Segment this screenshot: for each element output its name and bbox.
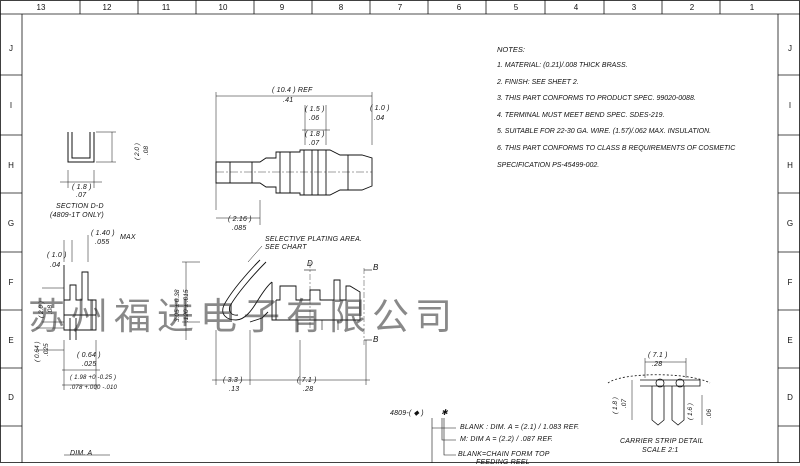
- top-d3-in: .04: [374, 115, 385, 122]
- top-d2-in: .07: [309, 140, 320, 147]
- part-blank-line: BLANK : DIM. A = (2.1) / 1.083 REF.: [460, 424, 580, 431]
- top-d1-mm: ( 1.5 ): [305, 106, 325, 113]
- grid-col-10: 10: [218, 3, 228, 12]
- grid-row-e: E: [8, 336, 14, 345]
- dim-a-label: DIM. A: [70, 450, 93, 457]
- grid-col-5: 5: [513, 3, 519, 12]
- grid-row-i-right: I: [788, 101, 792, 110]
- end-max: MAX: [120, 234, 136, 241]
- top-view-drawing: [215, 92, 373, 225]
- grid-row-g: G: [7, 219, 15, 228]
- note-6-cont: SPECIFICATION PS-45499-002.: [497, 161, 600, 169]
- note-4: 4. TERMINAL MUST MEET BEND SPEC. SDES-21…: [497, 111, 665, 119]
- carrier-d3-mm: ( 1.6 ): [687, 403, 694, 420]
- end-g-in: .078 +.000 -.010: [70, 385, 118, 391]
- top-d1-in: .06: [309, 115, 320, 122]
- part-chain-line: BLANK=CHAIN FORM TOP: [458, 451, 550, 458]
- end-e-in: .025: [43, 343, 50, 356]
- top-d3-mm: ( 1.0 ): [370, 105, 390, 112]
- end-view-drawing: [36, 235, 100, 390]
- part-m-line: M: DIM A = (2.2) / .087 REF.: [460, 436, 554, 443]
- note-6: 6. THIS PART CONFORMS TO CLASS B REQUIRE…: [497, 144, 736, 152]
- grid-row-d-right: D: [787, 393, 793, 402]
- grid-col-13: 13: [36, 3, 46, 12]
- grid-col-12: 12: [102, 3, 112, 12]
- part-number-star: ✱: [441, 408, 448, 417]
- plating-note-1: SELECTIVE PLATING AREA.: [265, 236, 363, 243]
- grid-row-h-right: H: [787, 161, 793, 170]
- carrier-strip-drawing: [607, 358, 711, 426]
- section-b-marker-top: B: [373, 263, 379, 272]
- part-number-base: 4809-( ◆ ): [390, 410, 424, 417]
- part-number-leaders: [431, 418, 456, 463]
- section-dd-vdim-mm: ( 2.0 ): [134, 143, 141, 160]
- side-d33-mm: ( 3.3 ): [223, 377, 243, 384]
- end-a-mm: ( 1.0 ): [47, 252, 67, 259]
- end-f-mm: ( 0.64 ): [77, 352, 101, 359]
- section-dd-drawing: [60, 131, 116, 188]
- grid-col-7: 7: [397, 3, 403, 12]
- column-dividers: [79, 0, 721, 14]
- notes-title: NOTES:: [497, 45, 525, 54]
- side-d71-mm: ( 7.1 ): [297, 377, 317, 384]
- grid-row-e-right: E: [787, 336, 793, 345]
- grid-row-j-right: J: [788, 44, 792, 53]
- grid-col-11: 11: [161, 3, 171, 12]
- section-dd-dim-in: .07: [76, 192, 87, 199]
- end-e-mm: ( 0.64 ): [34, 341, 41, 362]
- grid-col-2: 2: [689, 3, 695, 12]
- top-d2-mm: ( 1.8 ): [305, 131, 325, 138]
- grid-col-9: 9: [279, 3, 285, 12]
- carrier-strip-scale: SCALE 2:1: [642, 447, 679, 454]
- top-d4-mm: ( 2.16 ): [228, 216, 252, 223]
- end-b-mm: ( 1.40 ): [91, 230, 115, 237]
- carrier-d1-in: .28: [652, 361, 663, 368]
- grid-col-3: 3: [631, 3, 637, 12]
- end-a-in: .04: [50, 262, 61, 269]
- grid-row-g-right: G: [786, 219, 794, 228]
- side-d71-in: .28: [303, 386, 314, 393]
- grid-row-f: F: [8, 278, 14, 287]
- notes-block: NOTES: 1. MATERIAL: (0.21)/.008 THICK BR…: [497, 45, 735, 178]
- section-dd-dim-mm: ( 1.8 ): [72, 184, 92, 191]
- grid-row-d: D: [8, 393, 14, 402]
- side-d33-in: .13: [229, 386, 240, 393]
- grid-row-i: I: [9, 101, 13, 110]
- grid-row-f-right: F: [787, 278, 793, 287]
- carrier-strip-title: CARRIER STRIP DETAIL: [620, 438, 704, 445]
- plating-note-2: SEE CHART: [265, 244, 307, 251]
- grid-col-6: 6: [456, 3, 462, 12]
- carrier-d2-mm: ( 1.8 ): [612, 397, 619, 414]
- carrier-d1-mm: ( 7.1 ): [648, 352, 668, 359]
- grid-row-h: H: [8, 161, 14, 170]
- section-d-marker: D: [307, 259, 313, 268]
- top-ref-mm: ( 10.4 ) REF: [272, 87, 313, 94]
- end-b-in: .055: [95, 239, 110, 246]
- section-dd-subtitle: (4809-1T ONLY): [50, 212, 104, 219]
- top-ref-in: .41: [283, 97, 294, 104]
- side-view-drawing: [182, 245, 372, 385]
- end-f-in: .025: [82, 361, 97, 368]
- carrier-d3-in: .06: [706, 408, 713, 418]
- section-dd-title: SECTION D-D: [56, 203, 104, 210]
- top-d4-in: .085: [232, 225, 247, 232]
- note-1: 1. MATERIAL: (0.21)/.008 THICK BRASS.: [497, 62, 628, 69]
- carrier-d2-in: .07: [621, 398, 628, 408]
- grid-row-j: J: [9, 44, 13, 53]
- grid-col-4: 4: [573, 3, 579, 12]
- note-5: 5. SUITABLE FOR 22-30 GA. WIRE. (1.57)/.…: [497, 128, 712, 136]
- company-watermark: 苏州福进电子有限公司: [28, 295, 458, 338]
- end-g-mm: ( 1.98 +0 -0.25 ): [70, 375, 117, 381]
- grid-col-8: 8: [338, 3, 344, 12]
- note-3: 3. THIS PART CONFORMS TO PRODUCT SPEC. 9…: [497, 95, 696, 103]
- section-b-marker-bottom: B: [373, 335, 379, 344]
- note-2: 2. FINISH: SEE SHEET 2.: [497, 78, 579, 86]
- grid-col-1: 1: [749, 3, 755, 12]
- section-dd-vdim-in: .08: [143, 145, 150, 155]
